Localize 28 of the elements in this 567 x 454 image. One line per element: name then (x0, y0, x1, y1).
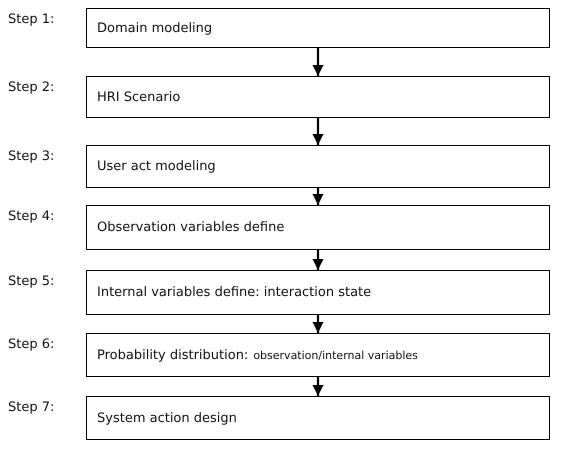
step-text: System action design (97, 410, 237, 426)
step-text: HRI Scenario (97, 90, 180, 104)
arrow (312, 188, 324, 205)
process-box (86, 270, 550, 315)
step-text: Probability distribution: (97, 348, 248, 362)
step-text: Domain modeling (97, 20, 212, 36)
step-label: Step 5: (8, 274, 54, 289)
process-box (86, 145, 550, 188)
step-label: Step 4: (8, 209, 54, 224)
step-text: Observation variables define (97, 220, 284, 235)
process-box (86, 8, 550, 48)
step-label: Step 1: (8, 12, 54, 27)
step-text: observation/internal variables (253, 348, 418, 362)
arrow (312, 250, 324, 270)
step-label: Step 2: (8, 80, 54, 95)
step-label: Step 7: (8, 400, 54, 415)
step-label: Step 6: (8, 337, 54, 352)
process-box (86, 333, 550, 377)
process-box (86, 205, 550, 250)
step-text: Internal variables define: interaction state (97, 285, 372, 300)
step-label: Step 3: (8, 149, 54, 164)
arrow (312, 48, 324, 76)
arrow (312, 315, 324, 333)
step-text: User act modeling (97, 159, 216, 174)
process-box (86, 396, 550, 440)
process-box (86, 76, 550, 118)
arrow (312, 118, 324, 145)
arrow (312, 377, 324, 396)
